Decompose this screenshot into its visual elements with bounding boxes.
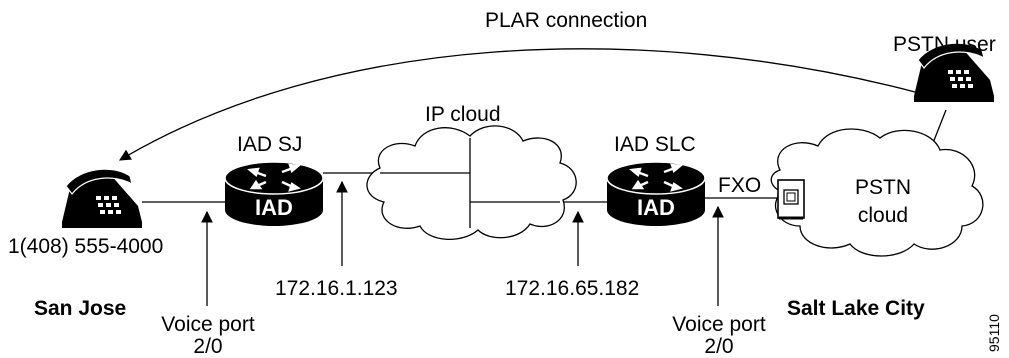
iad-sj-label: IAD SJ xyxy=(237,133,303,156)
plar-connection-arrow xyxy=(118,48,916,161)
pstn-user-label: PSTN user xyxy=(893,33,996,56)
iad-sj-device-text: IAD xyxy=(255,195,293,220)
site-label-san-jose: San Jose xyxy=(34,297,127,320)
pstn-cloud-label-line1: PSTN xyxy=(854,176,911,199)
telephone-icon-pstn-user xyxy=(914,42,994,102)
telephone-icon-san-jose xyxy=(62,168,142,228)
figure-id-label: 95110 xyxy=(986,314,1002,352)
pstn-cloud-label-line2: cloud xyxy=(857,204,909,227)
ip-cloud-label: IP cloud xyxy=(425,103,501,126)
iad-sj-router-icon: IAD xyxy=(224,161,324,226)
iad-slc-device-text: IAD xyxy=(637,195,675,220)
voice-port-sj-line1: Voice port xyxy=(161,313,255,336)
plar-connection-label: PLAR connection xyxy=(485,9,648,32)
voice-port-slc-label: Voice port 2/0 xyxy=(659,314,779,358)
voice-port-sj-label: Voice port 2/0 xyxy=(148,314,268,358)
fxo-label: FXO xyxy=(718,174,762,197)
voice-port-slc-line1: Voice port xyxy=(672,313,766,336)
iad-slc-label: IAD SLC xyxy=(614,133,696,156)
voice-port-slc-line2: 2/0 xyxy=(704,335,734,358)
pstn-cloud-label: PSTN cloud xyxy=(845,174,921,230)
site-label-salt-lake-city: Salt Lake City xyxy=(787,297,925,320)
voice-port-sj-line2: 2/0 xyxy=(193,335,223,358)
ip-address-slc-label: 172.16.65.182 xyxy=(505,277,640,300)
fxo-jack-icon xyxy=(777,179,805,220)
iad-slc-router-icon: IAD xyxy=(606,161,706,226)
pstn-cloud-shape xyxy=(770,128,984,257)
ip-cloud-shape xyxy=(366,125,577,241)
ip-address-sj-label: 172.16.1.123 xyxy=(275,277,398,300)
phone-number-label: 1(408) 555-4000 xyxy=(8,235,164,258)
